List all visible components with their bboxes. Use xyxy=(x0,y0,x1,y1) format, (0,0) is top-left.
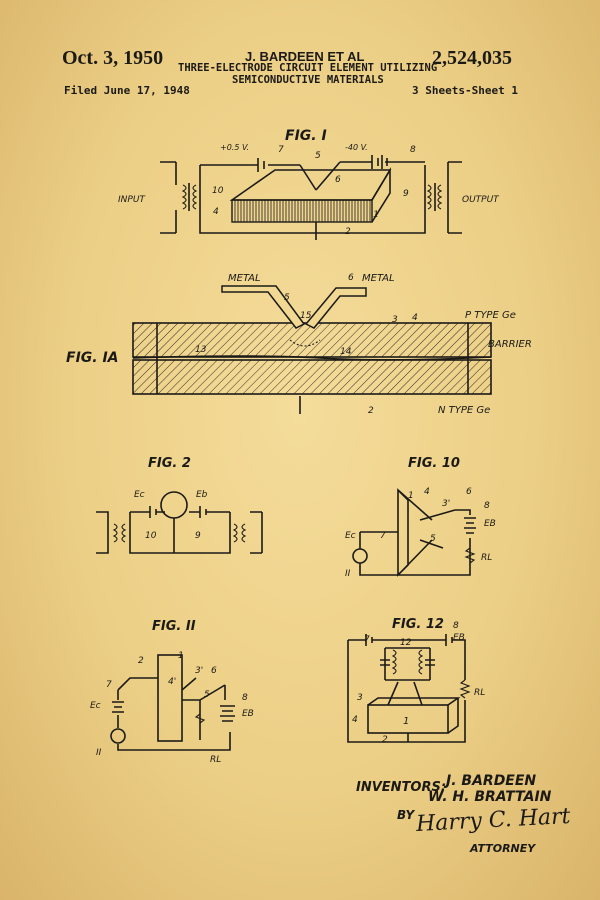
reference-label: 1 xyxy=(178,651,184,661)
reference-label: 5 xyxy=(315,151,321,161)
fig1a-title: FIG. IA xyxy=(66,350,119,366)
reference-label: EB xyxy=(242,709,254,719)
reference-label: 8 xyxy=(242,693,248,703)
fig1-v2: -40 V. xyxy=(345,143,368,152)
reference-label: 4 xyxy=(412,313,418,323)
patent-number: 2,524,035 xyxy=(432,47,512,69)
reference-label: 1 xyxy=(373,210,379,220)
fig1a-metal-1: METAL xyxy=(228,273,261,284)
fig1-output: OUTPUT xyxy=(462,195,500,205)
reference-label: 7 xyxy=(364,635,370,645)
title-line-2: SEMICONDUCTIVE MATERIALS xyxy=(232,74,384,86)
reference-label: 2 xyxy=(345,227,351,237)
reference-label: 1 xyxy=(403,716,409,727)
reference-label: 8 xyxy=(453,621,459,631)
reference-label: 10 xyxy=(212,186,224,196)
reference-label: 9 xyxy=(403,189,409,199)
reference-label: 1 xyxy=(408,491,414,501)
reference-label: 5 xyxy=(204,690,210,700)
reference-label: 2 xyxy=(368,406,374,416)
fig1a-barrier: BARRIER xyxy=(488,339,532,350)
by-label: BY xyxy=(397,808,415,822)
fig1a-n-type: N TYPE Ge xyxy=(438,405,490,416)
reference-label: EB xyxy=(484,519,496,529)
inventor-1: J. BARDEEN xyxy=(446,773,537,789)
figure-11: FIG. II 2 1 3' 4' 6 5 7 8 II Ec EB RL xyxy=(90,619,254,765)
reference-label: 7 xyxy=(380,531,386,541)
reference-label: 5 xyxy=(284,293,290,303)
reference-label: RL xyxy=(474,688,485,698)
reference-label: 6 xyxy=(211,666,217,676)
inventor-2: W. H. BRATTAIN xyxy=(428,789,552,805)
figure-12: FIG. 12 7 8 12 3 4 1 2 EB RL xyxy=(347,617,485,745)
sheet-count: 3 Sheets-Sheet 1 xyxy=(412,84,518,97)
reference-label: RL xyxy=(210,755,221,765)
reference-label: 13 xyxy=(195,345,207,355)
inventor-short: J. BARDEEN ET AL xyxy=(245,49,365,64)
reference-label: 6 xyxy=(466,487,472,497)
reference-label: 15 xyxy=(300,311,312,321)
reference-label: 10 xyxy=(145,531,157,541)
reference-label: Ec xyxy=(345,531,356,541)
reference-label: 4 xyxy=(213,207,219,217)
title-line-1: THREE-ELECTRODE CIRCUIT ELEMENT UTILIZIN… xyxy=(178,62,438,74)
inventors-label: INVENTORS: xyxy=(356,780,447,795)
reference-label: 3 xyxy=(357,693,363,703)
reference-label: 5 xyxy=(430,534,436,544)
reference-label: 3' xyxy=(442,499,450,509)
reference-label: 9 xyxy=(195,531,201,541)
attorney-label: ATTORNEY xyxy=(470,842,536,855)
reference-label: 12 xyxy=(400,638,412,648)
figure-1: FIG. I INPUT OUTPUT +0.5 V. - xyxy=(118,128,500,240)
figure-1a: FIG. IA METAL METAL P TYPE Ge BARRIER N … xyxy=(66,273,532,416)
reference-label: 4 xyxy=(424,487,430,497)
reference-label: 7 xyxy=(106,680,112,690)
reference-label: 4' xyxy=(168,677,176,687)
reference-label: Eb xyxy=(196,490,208,500)
figure-2: FIG. 2 Ec Eb 10 9 xyxy=(96,456,263,554)
reference-label: 2 xyxy=(382,735,388,745)
fig2-title: FIG. 2 xyxy=(148,456,191,471)
reference-label: 3 xyxy=(392,315,398,325)
reference-label: II xyxy=(345,569,351,579)
reference-label: 3' xyxy=(195,666,203,676)
fig1-v1: +0.5 V. xyxy=(220,143,249,152)
fig1a-metal-2: METAL xyxy=(362,273,395,284)
reference-label: 7 xyxy=(278,145,284,155)
fig1-title: FIG. I xyxy=(285,128,327,144)
reference-label: 6 xyxy=(348,273,354,283)
fig12-title: FIG. 12 xyxy=(392,617,444,632)
reference-label: 14 xyxy=(340,347,352,357)
fig1-input: INPUT xyxy=(118,195,146,205)
reference-label: 2 xyxy=(138,656,144,666)
reference-label: 8 xyxy=(410,145,416,155)
reference-label: 6 xyxy=(335,175,341,185)
reference-label: 8 xyxy=(484,501,490,511)
patent-date: Oct. 3, 1950 xyxy=(62,47,164,69)
fig10-title: FIG. 10 xyxy=(408,456,460,471)
reference-label: EB xyxy=(453,633,465,643)
figure-10: FIG. 10 1 4 3' 6 8 7 5 II Ec EB RL xyxy=(345,456,496,579)
reference-label: RL xyxy=(481,553,492,563)
reference-label: Ec xyxy=(134,490,145,500)
reference-label: Ec xyxy=(90,701,101,711)
fig1a-p-type: P TYPE Ge xyxy=(465,310,516,321)
filed-date: Filed June 17, 1948 xyxy=(64,84,190,97)
reference-label: II xyxy=(96,748,102,758)
fig11-title: FIG. II xyxy=(152,619,196,634)
reference-label: 4 xyxy=(352,715,358,725)
